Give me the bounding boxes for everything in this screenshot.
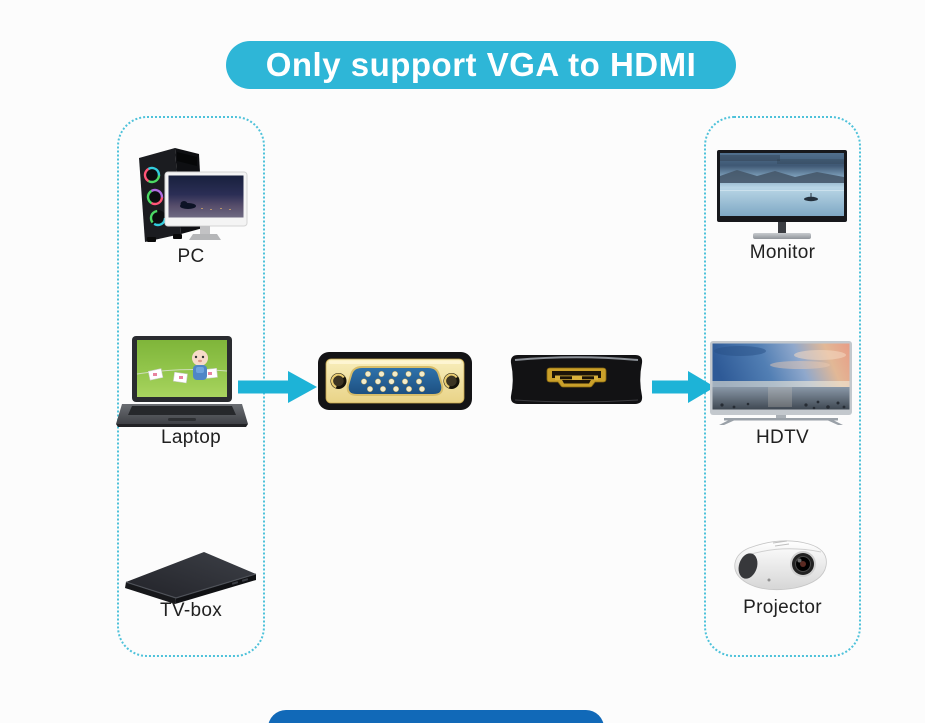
device-label-tv-box: TV-box: [160, 600, 222, 621]
device-monitor: [717, 150, 847, 242]
device-hdtv: [710, 341, 852, 431]
device-label-pc: PC: [177, 246, 205, 267]
device-label-projector: Projector: [743, 597, 822, 618]
arrow-right-icon: [652, 371, 715, 403]
hdmi-adapter: [503, 352, 650, 407]
device-label-laptop: Laptop: [161, 427, 221, 448]
vga-male-connector-icon: [318, 352, 472, 410]
hdtv-icon: [710, 341, 852, 425]
flow-arrow-right: [652, 368, 716, 406]
top-banner: Only support VGA to HDMI: [226, 41, 736, 89]
monitor-icon: [717, 150, 847, 239]
bottom-banner: [268, 710, 604, 723]
device-projector: [729, 536, 835, 602]
laptop-icon: [116, 336, 248, 427]
banner-title: Only support VGA to HDMI: [265, 46, 697, 83]
device-tv-box: [120, 546, 260, 604]
flow-arrow-left: [238, 368, 318, 406]
device-laptop: [116, 336, 248, 430]
tv-box-icon: [125, 552, 257, 604]
arrow-right-icon: [238, 371, 317, 403]
projector-icon: [734, 540, 827, 591]
hdmi-female-adapter-icon: [510, 355, 643, 404]
device-pc: [131, 144, 251, 244]
vga-connector: [318, 351, 472, 411]
device-label-monitor: Monitor: [749, 242, 816, 263]
desktop-pc-icon: [139, 148, 248, 242]
device-label-hdtv: HDTV: [756, 427, 809, 448]
